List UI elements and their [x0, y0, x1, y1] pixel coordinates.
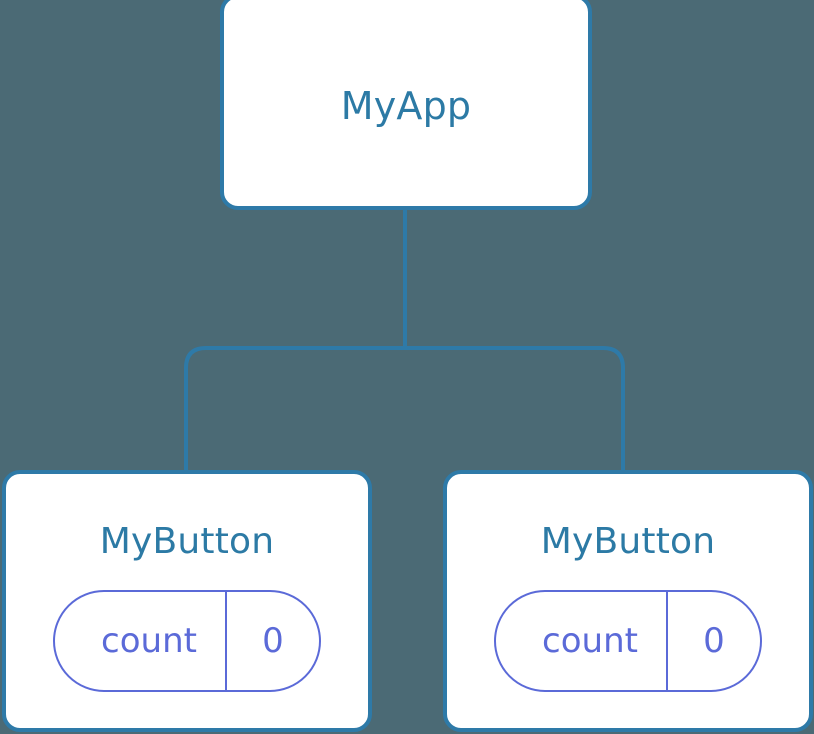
node-root-myapp[interactable]: MyApp — [220, 0, 592, 210]
state-capsule[interactable]: count 0 — [53, 590, 321, 692]
node-child-mybutton-2[interactable]: MyButton count 0 — [443, 470, 813, 732]
node-title: MyApp — [340, 84, 472, 128]
connector-branch-right — [405, 346, 625, 472]
connector-branch-left — [184, 346, 405, 472]
state-capsule[interactable]: count 0 — [494, 590, 762, 692]
state-key-label: count — [496, 592, 668, 690]
node-title: MyButton — [99, 521, 275, 562]
state-key-label: count — [55, 592, 227, 690]
node-child-mybutton-1[interactable]: MyButton count 0 — [2, 470, 372, 732]
node-title: MyButton — [540, 521, 716, 562]
state-value-label: 0 — [262, 621, 284, 661]
state-value-label: 0 — [703, 621, 725, 661]
